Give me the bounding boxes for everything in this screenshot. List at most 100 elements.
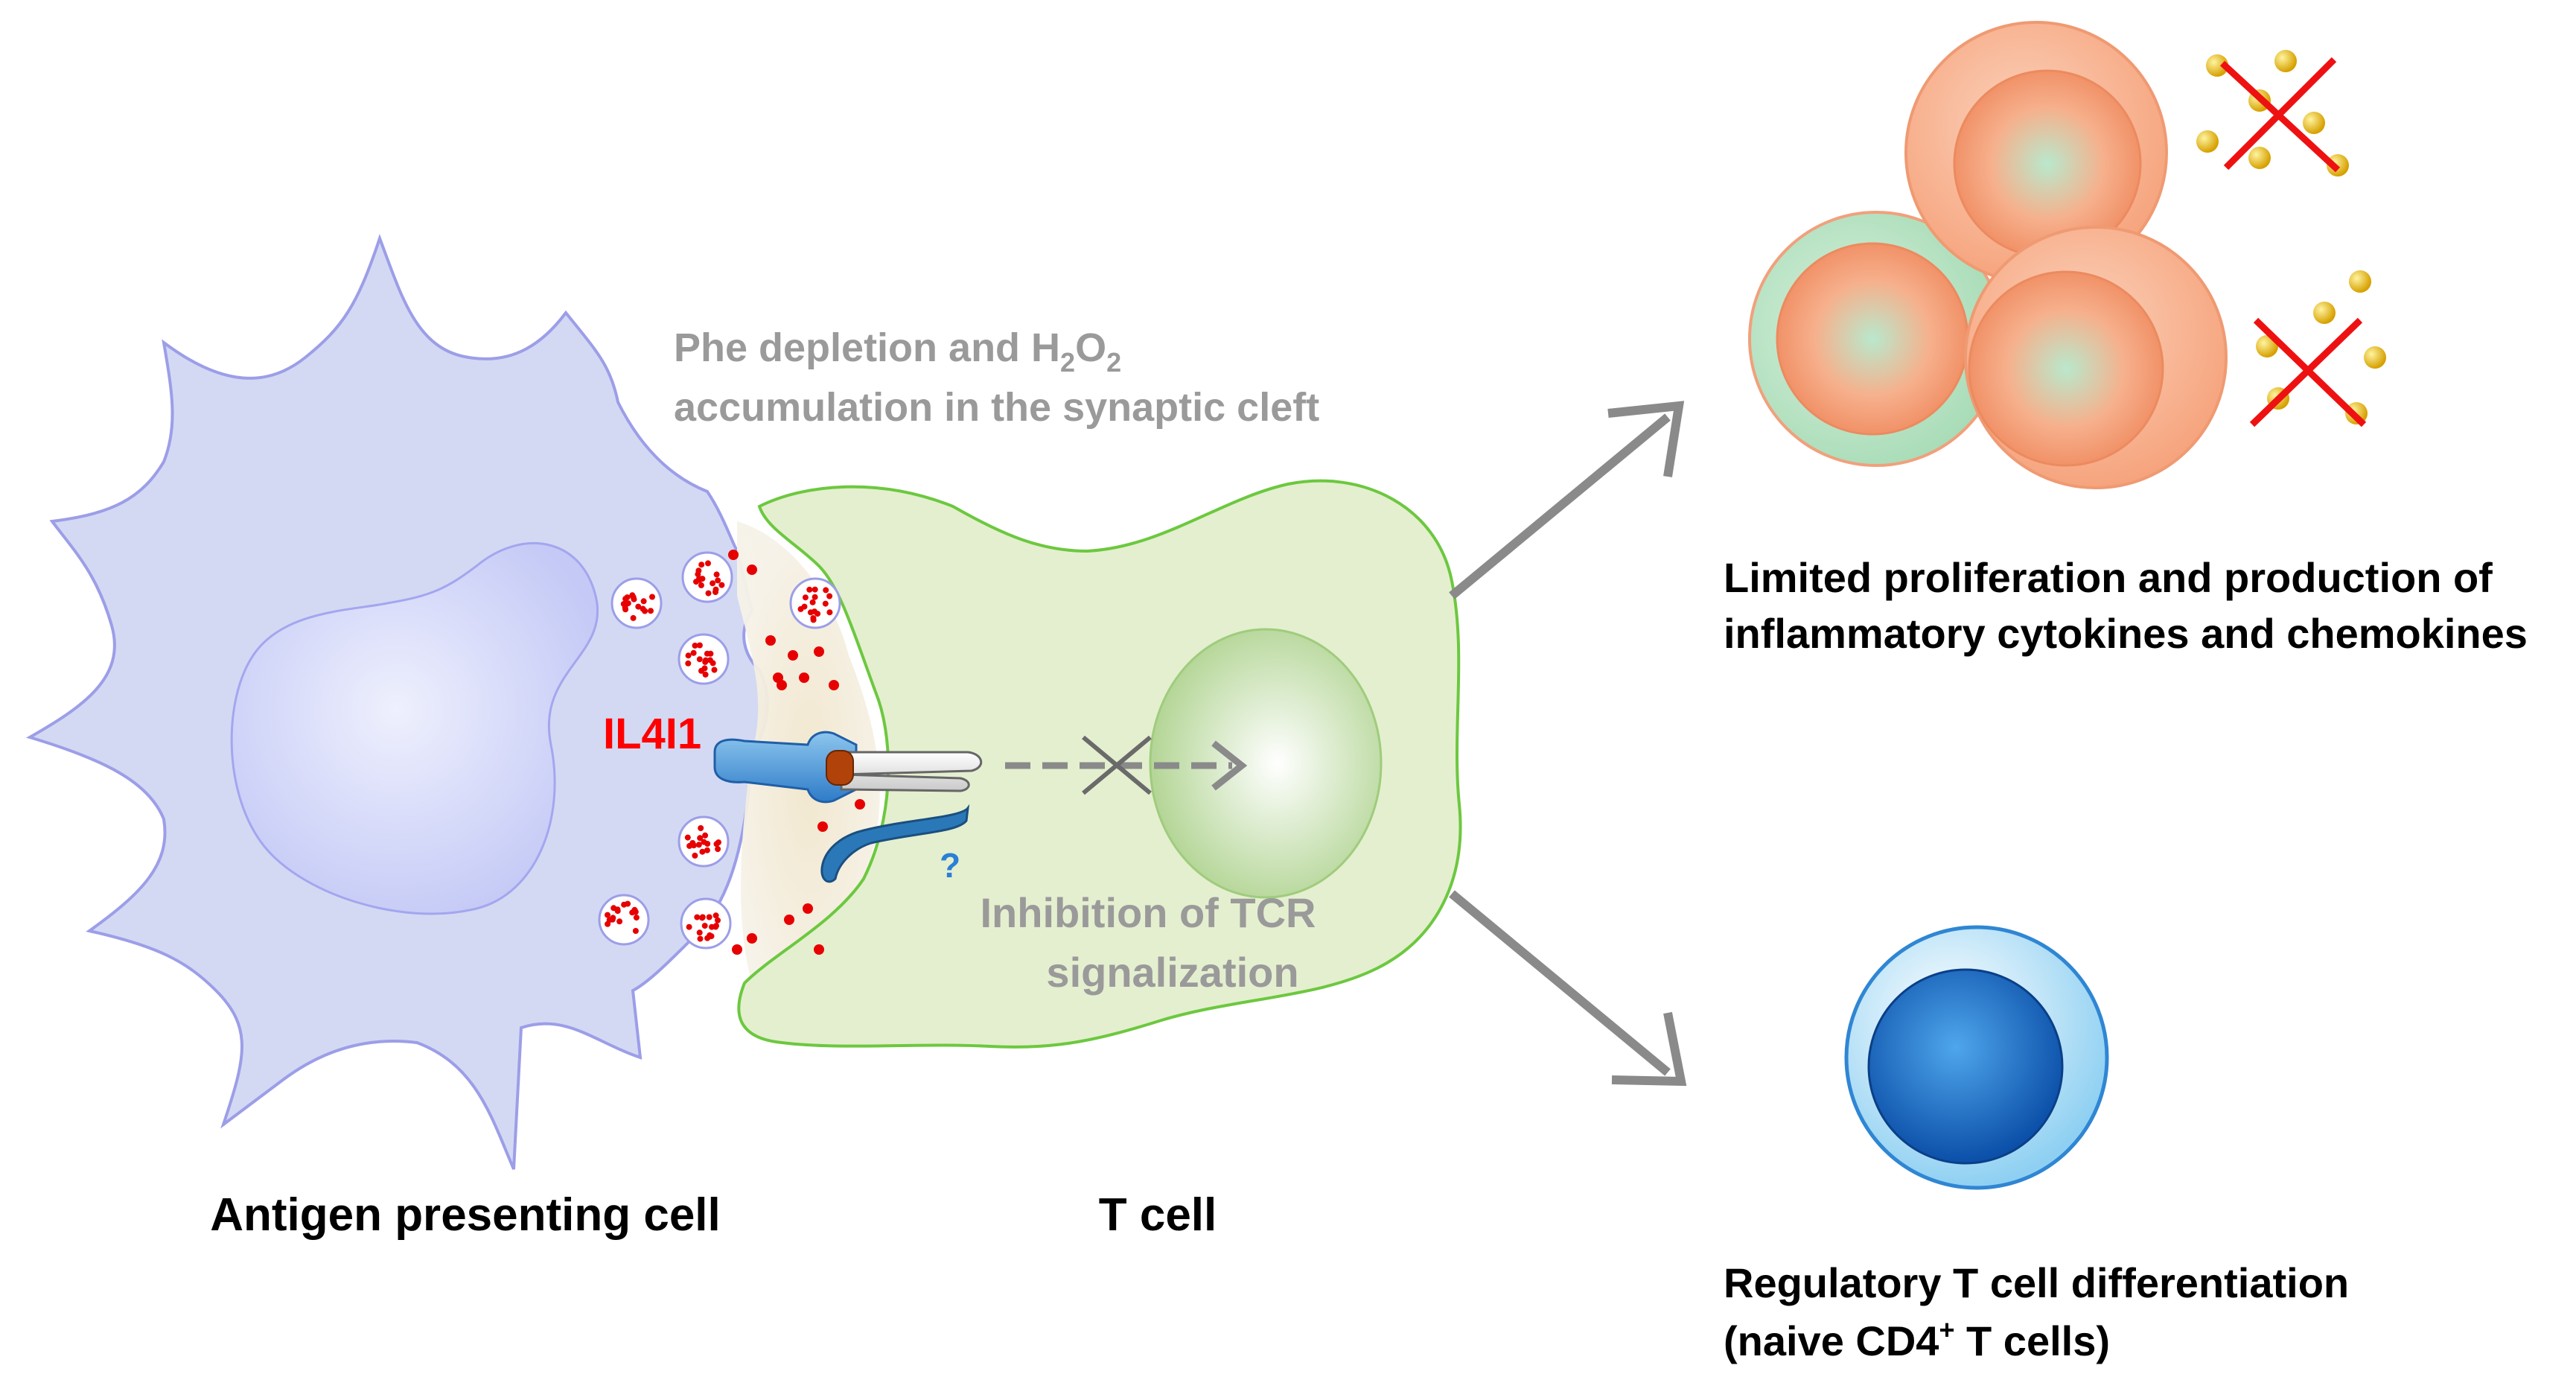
cleft-label-o: O — [1075, 325, 1106, 370]
vesicle-dot — [713, 923, 719, 929]
outcome-treg-prefix: (naive CD4 — [1724, 1317, 1939, 1364]
vesicle-dot — [704, 935, 711, 941]
cleft-label-prefix: Phe depletion and H — [674, 325, 1060, 370]
outcome-proliferation-line2: inflammatory cytokines and chemokines — [1724, 610, 2528, 657]
cytokines-blocked-top — [2196, 50, 2349, 177]
arrow-to-treg — [1449, 890, 1671, 1076]
tcr-inhibition-line1: Inhibition of TCR — [981, 889, 1316, 936]
vesicle-dot — [649, 594, 655, 600]
vesicle-dot — [616, 918, 623, 925]
vesicle-dot — [699, 576, 706, 582]
cleft-dot — [747, 933, 757, 944]
cleft-dot — [799, 672, 809, 683]
peptide — [826, 750, 854, 786]
cytokine-bead — [2303, 112, 2325, 134]
vesicle-dot — [622, 596, 629, 602]
vesicle-dot — [621, 901, 628, 908]
outcome-proliferation-line1: Limited proliferation and production of — [1724, 554, 2493, 601]
vesicle-dot — [807, 609, 814, 616]
arrow-to-proliferation-head — [1607, 401, 1685, 477]
cleft-label-line2: accumulation in the synaptic cleft — [674, 385, 1319, 430]
cytokine-bead — [2196, 130, 2219, 153]
vesicle-dot — [704, 841, 711, 847]
signal-block-cross — [1082, 735, 1152, 795]
regulatory-t-cell — [1844, 925, 2109, 1190]
coreceptor — [820, 804, 970, 883]
vesicle-dot — [690, 842, 697, 849]
vesicle — [681, 551, 733, 603]
vesicle-dot — [802, 594, 809, 601]
vesicle-dot — [709, 923, 715, 930]
vesicle-dot — [605, 912, 610, 918]
vesicle-dot — [702, 671, 709, 678]
cleft-dot — [732, 944, 742, 955]
vesicle-dot — [715, 917, 721, 923]
vesicle-dot — [699, 848, 706, 855]
cytokine-bead — [2248, 147, 2271, 169]
vesicle-dot — [686, 923, 692, 930]
apc-nucleus — [230, 542, 599, 915]
vesicle-dot — [699, 914, 706, 920]
outcome-treg-line2: (naive CD4+ T cells) — [1724, 1314, 2110, 1364]
vesicle-dot — [806, 586, 813, 593]
cleft-dot — [777, 680, 787, 690]
vesicle-dot — [614, 908, 621, 915]
effector-cell-left-nucleus — [1776, 242, 1969, 436]
cleft-dot — [803, 903, 813, 914]
vesicle-dot — [713, 571, 720, 578]
vesicle-dot — [692, 642, 698, 649]
vesicle-dot — [712, 912, 719, 919]
vesicle-dot — [710, 660, 716, 667]
vesicle-dot — [684, 834, 691, 841]
vesicle-dot — [633, 915, 640, 921]
vesicle-dot — [801, 603, 808, 610]
vesicle-dot — [702, 832, 709, 839]
treg-cell-nucleus — [1867, 968, 2064, 1165]
cleft-label-sub1: 2 — [1060, 347, 1075, 378]
cleft-dot — [855, 799, 865, 810]
vesicle-dot — [632, 928, 639, 934]
vesicle-dot — [694, 914, 701, 920]
unknown-coreceptor-mark: ? — [940, 846, 960, 885]
vesicle-dot — [705, 590, 712, 597]
vesicle-dot — [712, 586, 719, 593]
vesicle-dot — [697, 935, 704, 942]
il4i1-receptor-complex — [713, 731, 982, 883]
enzyme-label: IL4I1 — [603, 710, 701, 758]
cleft-dot — [747, 565, 757, 575]
cytokine-bead — [2364, 346, 2386, 369]
cleft-dot — [784, 915, 794, 925]
vesicle-contents — [605, 560, 833, 942]
vesicle-dot — [698, 582, 704, 588]
vesicle-dot — [710, 580, 716, 587]
vesicle-dot — [705, 560, 711, 567]
vesicle-dot — [630, 614, 637, 621]
vesicle-dot — [640, 598, 647, 605]
vesicle-dot — [823, 587, 829, 594]
cytokines-blocked-bottom — [2249, 270, 2386, 427]
vesicle-dot — [695, 567, 702, 574]
vesicle-dot — [826, 593, 833, 600]
vesicle-dot — [814, 611, 821, 617]
cytokine-bead — [2206, 54, 2228, 77]
vesicle-dot — [697, 835, 704, 842]
vesicle-dot — [826, 609, 833, 616]
vesicle-dot — [698, 562, 705, 568]
outcome-treg-line1: Regulatory T cell differentiation — [1724, 1259, 2349, 1306]
apc-label: Antigen presenting cell — [210, 1189, 721, 1241]
cleft-dot — [829, 680, 839, 690]
vesicle-dot — [696, 656, 703, 663]
vesicle-dot — [704, 847, 710, 853]
vesicle-dot — [715, 846, 721, 853]
outcome-treg-suffix: T cells) — [1954, 1317, 2110, 1364]
cytokine-bead — [2313, 302, 2336, 324]
cytokine-bead — [2274, 50, 2297, 72]
cytokine-bead — [2349, 270, 2371, 293]
vesicle-dot — [812, 586, 818, 593]
cleft-dot — [814, 646, 824, 657]
vesicle-dot — [685, 652, 692, 659]
vesicle-dot — [711, 667, 718, 673]
vesicle-dot — [809, 599, 816, 605]
arrow-to-proliferation — [1449, 413, 1671, 600]
